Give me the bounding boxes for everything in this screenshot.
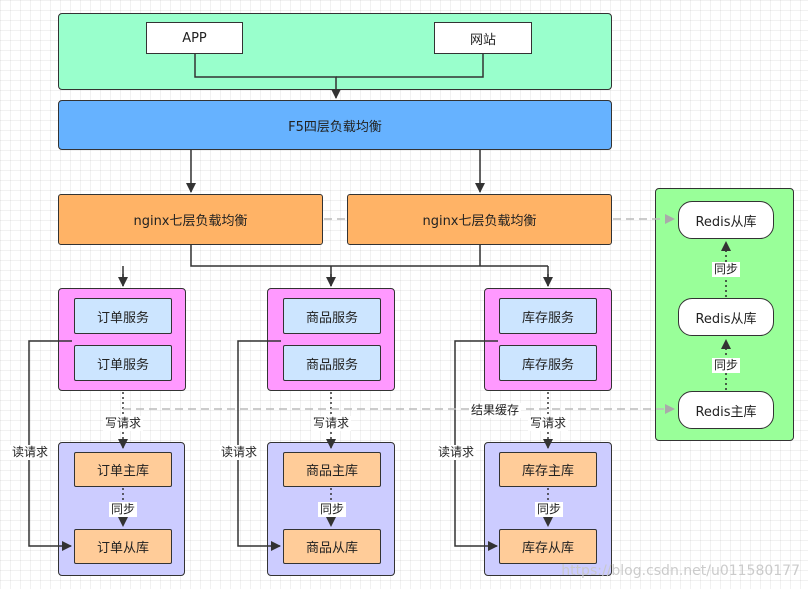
nginx-load-balancer-1: nginx七层负载均衡 [58, 194, 323, 245]
redis-slave-1: Redis从库 [678, 201, 774, 239]
stock-service-1: 库存服务 [499, 298, 597, 334]
stock-slave-db: 库存从库 [499, 529, 597, 564]
app-to-f5-line [194, 54, 341, 99]
app-node: APP [146, 22, 243, 54]
stock-master-db: 库存主库 [499, 452, 597, 487]
product-read-label: 读请求 [219, 445, 260, 460]
watermark: https://blog.csdn.net/u011580177 [561, 563, 800, 579]
product-sync-label: 同步 [318, 502, 347, 517]
order-slave-db: 订单从库 [74, 529, 172, 564]
redis-sync-top-label: 同步 [712, 262, 741, 277]
stock-service-2: 库存服务 [499, 345, 597, 381]
stock-write-label: 写请求 [528, 416, 569, 431]
website-node: 网站 [434, 22, 532, 54]
product-write-label: 写请求 [311, 416, 352, 431]
order-read-label: 读请求 [10, 445, 51, 460]
product-slave-db: 商品从库 [283, 529, 381, 564]
redis-sync-bottom-label: 同步 [712, 358, 741, 373]
nginx-bus-line [122, 245, 549, 286]
order-write-label: 写请求 [103, 416, 144, 431]
order-master-db: 订单主库 [74, 452, 172, 487]
product-service-2: 商品服务 [283, 345, 381, 381]
result-cache-label: 结果缓存 [469, 403, 522, 418]
product-master-db: 商品主库 [283, 452, 381, 487]
nginx-load-balancer-2: nginx七层负载均衡 [347, 194, 612, 245]
order-service-2: 订单服务 [74, 345, 172, 381]
redis-master: Redis主库 [678, 391, 774, 429]
website-to-f5-line [336, 54, 484, 78]
f5-load-balancer: F5四层负载均衡 [58, 100, 612, 150]
stock-read-line [454, 340, 498, 551]
order-read-line [28, 340, 72, 551]
stock-sync-label: 同步 [535, 502, 564, 517]
order-service-1: 订单服务 [74, 298, 172, 334]
product-service-1: 商品服务 [283, 298, 381, 334]
product-read-line [237, 340, 281, 551]
redis-slave-2: Redis从库 [678, 298, 774, 336]
stock-read-label: 读请求 [436, 445, 477, 460]
order-sync-label: 同步 [109, 502, 138, 517]
